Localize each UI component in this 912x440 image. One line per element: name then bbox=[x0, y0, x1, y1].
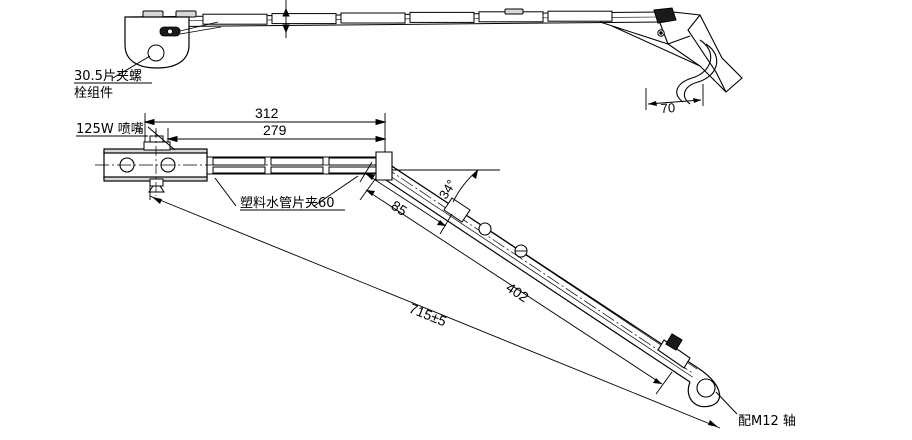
dim-70 bbox=[645, 84, 704, 110]
side-view-blade-body bbox=[207, 156, 378, 175]
top-view-housing bbox=[124, 16, 190, 69]
label-nozzle-clamp: 30.5片夹螺 bbox=[74, 69, 142, 84]
side-view-arm-holes bbox=[478, 222, 528, 258]
side-view-arm-tip-hole bbox=[696, 378, 716, 398]
side-view-blade-segments bbox=[212, 157, 380, 174]
top-view-connector-block bbox=[159, 21, 222, 37]
leader-pipe-clamp bbox=[214, 175, 359, 207]
leader-spray-nozzle bbox=[147, 126, 176, 151]
side-view-arm-collar bbox=[657, 333, 691, 369]
leader-nozzle-clamp bbox=[112, 55, 151, 79]
dim-85 bbox=[359, 161, 453, 235]
top-view-wire-2 bbox=[683, 43, 718, 105]
top-view-pivot-collar bbox=[653, 7, 677, 24]
dim-402 bbox=[359, 177, 673, 395]
top-view-pivot-arm-edge bbox=[599, 21, 701, 67]
top-view-clamp-tabs bbox=[142, 8, 524, 18]
top-view-pivot-head bbox=[654, 9, 743, 93]
side-view-bend-block bbox=[375, 151, 393, 181]
top-view-blade-segments bbox=[202, 10, 613, 25]
dim-85-label: 85 bbox=[388, 197, 410, 219]
top-view-housing-detail bbox=[147, 44, 165, 62]
leader-shaft bbox=[715, 391, 738, 415]
top-view-pivot-hole bbox=[657, 29, 665, 37]
side-view-arm-mid-block bbox=[443, 197, 471, 223]
dim-715 bbox=[149, 186, 721, 429]
label-shaft-fit: 配M12 轴 bbox=[738, 414, 796, 429]
top-view: 70 bbox=[112, 0, 743, 116]
dim-279-label: 279 bbox=[263, 122, 287, 138]
dim-312-label: 312 bbox=[255, 105, 279, 121]
top-view-wire bbox=[676, 39, 712, 103]
label-nozzle-clamp-line2: 栓组件 bbox=[74, 86, 113, 101]
dim-70-label: 70 bbox=[660, 100, 675, 116]
dim-angle-34 bbox=[452, 169, 479, 203]
side-view-angled-arm bbox=[377, 156, 701, 383]
label-spray-nozzle: 125W 喷嘴 bbox=[76, 122, 144, 137]
label-pipe-clamp: 塑料水管片夹60 bbox=[240, 196, 335, 211]
top-view-center-dim bbox=[282, 0, 290, 38]
dim-715-label: 715±5 bbox=[407, 300, 449, 329]
side-view: 312 279 bbox=[95, 105, 738, 429]
